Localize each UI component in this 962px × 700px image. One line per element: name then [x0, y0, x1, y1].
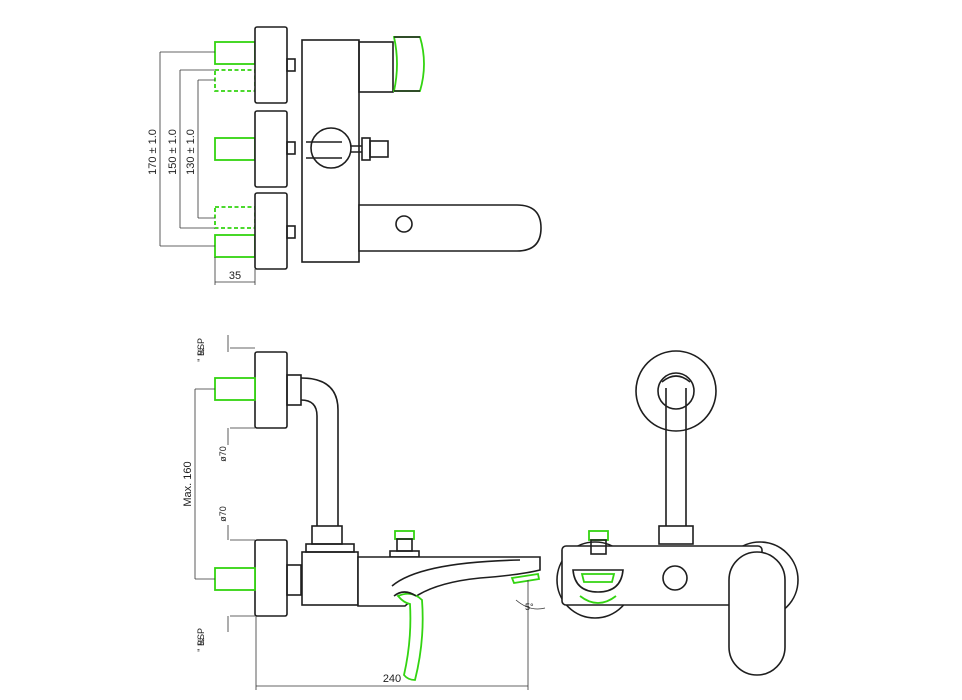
dia-upper: ø70	[218, 446, 228, 462]
connector-top	[286, 58, 296, 72]
front-cartridge-hole	[662, 565, 688, 591]
pipe-stub-top	[214, 41, 256, 65]
connector-bottom	[286, 225, 296, 239]
diverter-knob-cap	[369, 140, 389, 158]
cartridge-cap	[392, 36, 425, 92]
bsp-bottom-text: " BSP	[196, 628, 206, 652]
mixer-top-collar	[305, 543, 355, 553]
riser-nut	[311, 525, 343, 545]
connector-middle	[286, 141, 296, 155]
angle-5: 5°	[525, 602, 534, 612]
max-160: Max. 160	[182, 461, 194, 506]
top-view: 170 ± 1.0 150 ± 1.0 130 ± 1.0 35	[147, 26, 542, 285]
flange-middle	[254, 110, 288, 188]
spout-top	[358, 204, 542, 252]
pipe-stub-bottom	[214, 234, 256, 258]
dimension-lines-side	[194, 335, 546, 690]
front-spout-green	[580, 573, 616, 583]
front-riser-nut	[658, 525, 694, 545]
diverter-side-stem	[396, 538, 413, 552]
diverter-side-cap	[394, 530, 415, 540]
front-riser	[665, 388, 687, 526]
spout-aerator	[510, 572, 541, 585]
diverter-side-base	[389, 550, 420, 558]
pipe-stub-middle	[214, 137, 256, 161]
bsp-bottom-frac: ½	[196, 638, 206, 646]
side-pipe-bottom	[214, 567, 256, 591]
front-wall-rose	[635, 350, 717, 432]
side-pipe-top	[214, 377, 256, 401]
dim-150: 150 ± 1.0	[167, 129, 179, 175]
spout-side-curve	[391, 559, 521, 587]
pipe-stub-top-alt	[214, 69, 256, 92]
side-view: ½ " BSP ½ " BSP ø70 ø70 Max. 160 5° 240	[182, 335, 546, 690]
dimension-lines-top	[159, 51, 256, 285]
side-flange-bottom	[254, 539, 288, 617]
flange-bottom	[254, 192, 288, 270]
riser-pipe	[300, 377, 339, 526]
diverter-knob	[361, 137, 371, 161]
side-connector-top	[286, 374, 302, 406]
diverter-ring	[310, 127, 352, 169]
side-flange-top	[254, 351, 288, 429]
front-riser-top	[661, 375, 691, 383]
spout-hole	[395, 215, 413, 233]
front-diverter-cap	[588, 530, 609, 541]
mixer-body-side	[301, 551, 359, 606]
dim-35: 35	[229, 270, 241, 282]
cartridge	[358, 41, 394, 93]
bsp-top-frac: ½	[196, 348, 206, 356]
pipe-stub-bottom-alt	[214, 206, 256, 229]
diverter-stem	[306, 141, 342, 159]
lever-pivot	[393, 591, 417, 597]
bsp-top-text: " BSP	[196, 338, 206, 362]
front-lever	[728, 551, 786, 676]
flange-top	[254, 26, 288, 104]
dim-130: 130 ± 1.0	[185, 129, 197, 175]
front-view	[556, 350, 799, 676]
front-rose-inner	[657, 372, 695, 410]
dim-170: 170 ± 1.0	[147, 129, 159, 175]
front-diverter-stem	[590, 539, 607, 555]
diverter-link	[351, 145, 362, 153]
lever-side	[396, 592, 424, 681]
dia-lower: ø70	[218, 506, 228, 522]
cartridge-cap-outline	[394, 36, 420, 92]
side-connector-bottom	[286, 564, 302, 596]
length-240: 240	[383, 673, 401, 685]
front-lever-foot	[579, 595, 617, 604]
